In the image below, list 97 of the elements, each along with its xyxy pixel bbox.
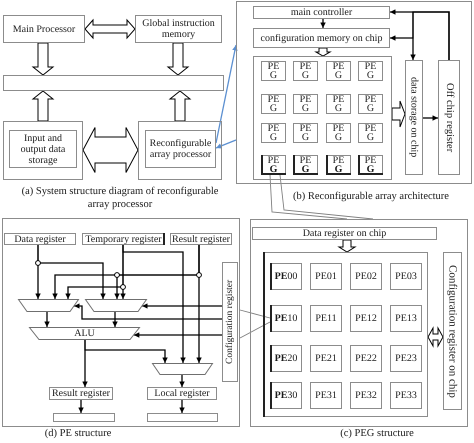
- register-box: Temporary register: [82, 233, 165, 245]
- panel-frame: [2, 218, 240, 427]
- pe-box: PE20: [270, 345, 302, 372]
- pe-box: PE23: [390, 345, 422, 372]
- panel-frame: [250, 219, 468, 427]
- callout-line: [240, 310, 270, 318]
- container-box: [3, 121, 83, 180]
- caption: (d) PE structure: [44, 428, 112, 441]
- mux-trapezoid: [85, 299, 147, 312]
- caption: (a) System structure diagram of reconfigurable array processor: [20, 186, 220, 212]
- arrow: [179, 375, 185, 387]
- controller-box: main controller: [253, 6, 390, 19]
- pe-box: PE02: [350, 263, 382, 290]
- pe-box: PE33: [390, 382, 422, 409]
- array-frame: [253, 56, 392, 180]
- register-box: Configuration register on chip: [443, 252, 462, 410]
- arrow: [215, 44, 238, 144]
- register-box: Data register on chip: [252, 227, 437, 240]
- peg-box: PE G: [358, 155, 383, 175]
- arrow: [122, 245, 186, 363]
- output-box: [147, 413, 218, 422]
- alu-trapezoid: ALU: [29, 327, 140, 340]
- double-block-arrow: [427, 326, 444, 348]
- array-frame: [263, 252, 428, 417]
- output-box: [53, 413, 115, 422]
- processor-box: Main Processor: [3, 15, 85, 43]
- panel-frame: [236, 1, 472, 184]
- pe-box: PE22: [350, 345, 382, 372]
- peg-box: PE G: [326, 123, 351, 143]
- pe-box: PE32: [350, 382, 382, 409]
- arrow: [410, 11, 450, 60]
- block-arrow: [314, 48, 332, 57]
- pe-box: PE11: [310, 305, 342, 332]
- block-arrow: [337, 240, 357, 253]
- peg-box: PE G: [358, 61, 383, 81]
- pe-box: PE13: [390, 305, 422, 332]
- pe-box: PE21: [310, 345, 342, 372]
- block-arrow: [392, 100, 406, 128]
- register-box: Configuration register: [222, 262, 238, 382]
- peg-box: PE G: [261, 94, 286, 114]
- pe-box: PE12: [350, 305, 382, 332]
- caption: (b) Reconfigurable array architecture: [292, 191, 450, 204]
- arrow: [78, 400, 84, 413]
- peg-box: PE G: [326, 61, 351, 81]
- pe-box: PE30: [270, 382, 302, 409]
- processor-box: Reconfigurable array processor: [145, 130, 216, 168]
- peg-box: PE G: [261, 61, 286, 81]
- mux-trapezoid: [18, 299, 79, 312]
- peg-box: PE G: [261, 155, 286, 175]
- arrow: [179, 400, 185, 413]
- register-box: Result register: [170, 233, 232, 245]
- callout-line: [240, 322, 270, 338]
- peg-box: PE G: [293, 94, 318, 114]
- arrow: [84, 340, 168, 363]
- arrow: [44, 312, 50, 327]
- register-box: Data register: [4, 233, 76, 245]
- register-box: Off chip register: [438, 60, 460, 175]
- peg-box: PE G: [358, 94, 383, 114]
- memory-box: Global instruction memory: [135, 15, 222, 43]
- pe-box: PE31: [310, 382, 342, 409]
- arrow: [74, 303, 222, 320]
- block-arrow: [32, 42, 54, 76]
- arrow: [37, 245, 106, 299]
- memory-box: configuration memory on chip: [253, 28, 390, 48]
- register-box: Result register: [49, 387, 113, 400]
- double-block-arrow: [82, 127, 139, 173]
- pe-box: PE10: [270, 305, 302, 332]
- bus-bar: [3, 75, 224, 91]
- block-arrow: [166, 42, 190, 76]
- arrow: [216, 139, 236, 149]
- double-block-arrow: [84, 18, 136, 40]
- peg-box: PE G: [326, 94, 351, 114]
- callout-line: [280, 174, 374, 220]
- storage-box: data storage on chip: [405, 60, 423, 175]
- arrow: [196, 245, 202, 363]
- container-box: [138, 121, 222, 180]
- peg-box: PE G: [326, 155, 351, 175]
- pe-box: PE00: [270, 263, 302, 290]
- arrow: [112, 312, 118, 327]
- arrow: [134, 332, 222, 338]
- peg-box: PE G: [293, 155, 318, 175]
- peg-box: PE G: [293, 61, 318, 81]
- mux-trapezoid: [152, 363, 213, 375]
- storage-box: Input and output data storage: [9, 130, 77, 168]
- caption: (c) PEG structure: [339, 428, 415, 441]
- callout-line: [270, 174, 348, 220]
- pe-box: PE01: [310, 263, 342, 290]
- pe-box: PE03: [390, 263, 422, 290]
- arrow: [320, 19, 326, 28]
- peg-box: PE G: [358, 123, 383, 143]
- arrow: [142, 303, 222, 309]
- block-arrow: [168, 90, 192, 122]
- register-box: Local register: [147, 387, 217, 400]
- peg-box: PE G: [261, 123, 286, 143]
- arrow: [423, 115, 438, 121]
- block-arrow: [32, 90, 54, 122]
- peg-box: PE G: [293, 123, 318, 143]
